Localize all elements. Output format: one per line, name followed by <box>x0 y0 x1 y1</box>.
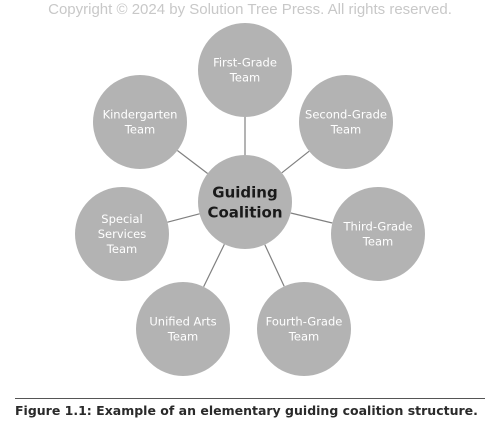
node-label-special-services-line: Team <box>106 242 137 256</box>
center-circle <box>198 155 292 249</box>
node-label-third-grade-line: Team <box>362 235 393 249</box>
connector-kindergarten <box>177 150 208 174</box>
node-label-special-services-line: Services <box>98 227 147 241</box>
caption-rule <box>15 398 485 399</box>
connector-second-grade <box>281 150 310 174</box>
connector-special-services <box>167 213 200 223</box>
connector-fourth-grade <box>264 244 285 287</box>
node-label-first-grade-line: First-Grade <box>213 56 277 70</box>
node-label-special-services-line: Special <box>101 212 142 226</box>
node-label-second-grade-line: Second-Grade <box>305 108 387 122</box>
connectors <box>167 117 333 288</box>
node-label-fourth-grade-line: Team <box>288 330 319 344</box>
connector-third-grade <box>290 212 333 224</box>
node-circle-second-grade <box>299 75 393 169</box>
node-circle-first-grade <box>198 23 292 117</box>
node-label-first-grade-line: Team <box>229 71 260 85</box>
node-circle-unified-arts <box>136 282 230 376</box>
node-circle-third-grade <box>331 187 425 281</box>
node-circle-fourth-grade <box>257 282 351 376</box>
copyright-notice: Copyright © 2024 by Solution Tree Press.… <box>48 1 452 18</box>
node-label-fourth-grade-line: Fourth-Grade <box>266 315 343 329</box>
node-label-unified-arts-line: Team <box>167 330 198 344</box>
node-circle-special-services <box>75 187 169 281</box>
node-label-third-grade-line: Third-Grade <box>343 220 413 234</box>
figure-caption: Figure 1.1: Example of an elementary gui… <box>15 403 478 418</box>
node-label-unified-arts-line: Unified Arts <box>149 315 216 329</box>
node-circle-kindergarten <box>93 75 187 169</box>
center-label-line: Coalition <box>207 203 282 221</box>
node-label-kindergarten-line: Kindergarten <box>103 108 178 122</box>
center-label-line: Guiding <box>212 183 277 201</box>
node-label-kindergarten-line: Team <box>124 123 155 137</box>
connector-unified-arts <box>203 243 225 288</box>
node-label-second-grade-line: Team <box>330 123 361 137</box>
